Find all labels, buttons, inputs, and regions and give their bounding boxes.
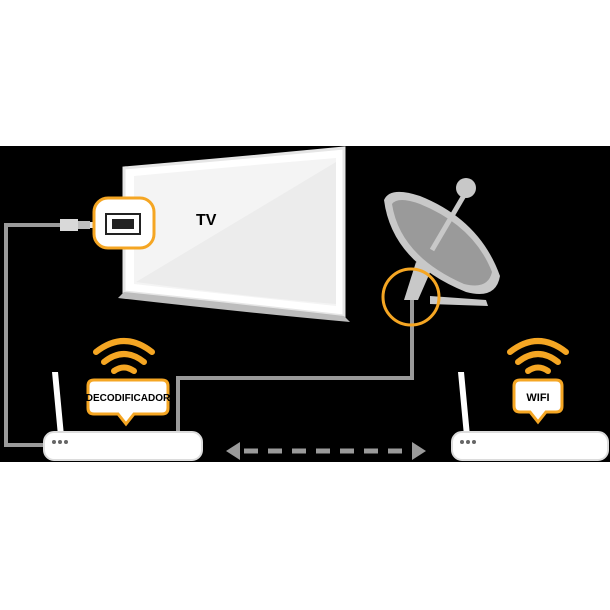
- lnb-highlight: [381, 267, 441, 327]
- curved-tv-icon: [118, 146, 350, 322]
- wifi-router: [451, 372, 609, 461]
- wifi-signal-icon: [507, 338, 569, 374]
- decoder-router: [43, 372, 203, 461]
- tv-label: TV: [196, 212, 217, 229]
- wifi-callout: [512, 378, 564, 425]
- router-icon: [451, 431, 609, 461]
- wifi-label: WIFI: [526, 392, 549, 404]
- double-arrow-dashed-icon: [226, 442, 426, 460]
- router-icon: [43, 431, 203, 461]
- tv-port-highlight: [92, 196, 156, 250]
- satellite-cable: [176, 292, 414, 440]
- wifi-signal-icon: [93, 338, 155, 374]
- decoder-label: DECODIFICADOR: [86, 393, 171, 404]
- satellite-dish-icon: [384, 178, 500, 306]
- hdmi-cable: [4, 223, 62, 447]
- decoder-callout: [86, 378, 170, 427]
